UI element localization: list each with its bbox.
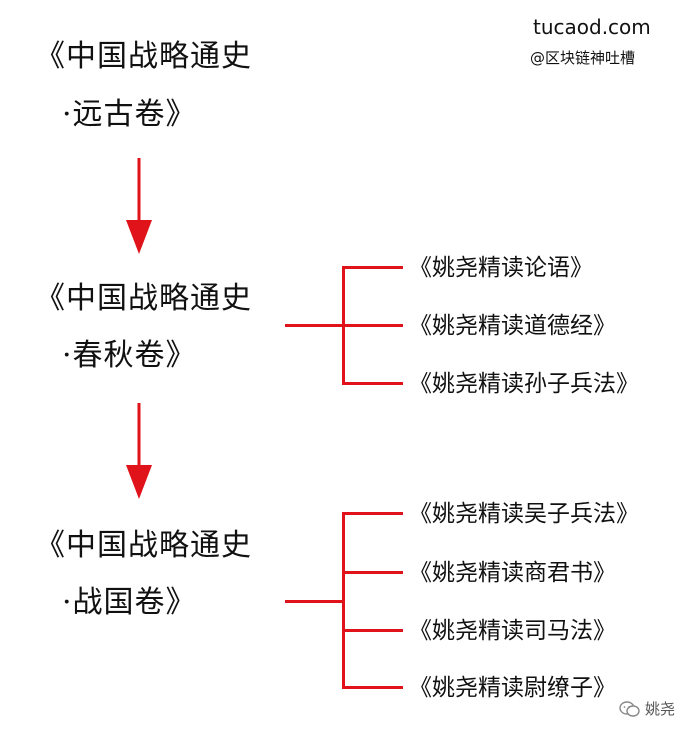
book-item: 《姚尧精读商君书》 xyxy=(409,560,616,586)
connector-line xyxy=(285,600,343,603)
bracket-vertical xyxy=(342,512,345,688)
watermark-site: tucaod.com xyxy=(533,15,651,39)
volume-3-title-line1: 《中国战略通史 xyxy=(35,528,252,563)
down-arrow-icon xyxy=(126,403,152,499)
author-logo-label: 姚尧 xyxy=(645,700,676,718)
bracket-branch xyxy=(342,382,403,385)
bracket-branch xyxy=(342,686,403,689)
connector-line xyxy=(285,324,343,327)
volume-2-title-line2: ·春秋卷》 xyxy=(62,338,197,373)
bracket-branch xyxy=(342,512,403,515)
down-arrow-icon xyxy=(126,158,152,254)
volume-2-title-line1: 《中国战略通史 xyxy=(35,281,252,316)
bracket-branch xyxy=(342,266,403,269)
book-item: 《姚尧精读吴子兵法》 xyxy=(409,501,639,527)
book-item: 《姚尧精读道德经》 xyxy=(409,313,616,339)
volume-1-title-line1: 《中国战略通史 xyxy=(35,39,252,74)
volume-3-title-line2: ·战国卷》 xyxy=(62,585,197,620)
watermark-handle: @区块链神吐槽 xyxy=(530,49,636,67)
bracket-branch xyxy=(342,571,403,574)
bracket-branch xyxy=(342,324,403,327)
book-item: 《姚尧精读论语》 xyxy=(409,255,593,281)
volume-1-title-line2: ·远古卷》 xyxy=(62,97,197,132)
wechat-icon xyxy=(619,701,640,717)
book-item: 《姚尧精读尉缭子》 xyxy=(409,675,616,701)
book-item: 《姚尧精读司马法》 xyxy=(409,618,616,644)
bracket-branch xyxy=(342,629,403,632)
book-item: 《姚尧精读孙子兵法》 xyxy=(409,371,639,397)
